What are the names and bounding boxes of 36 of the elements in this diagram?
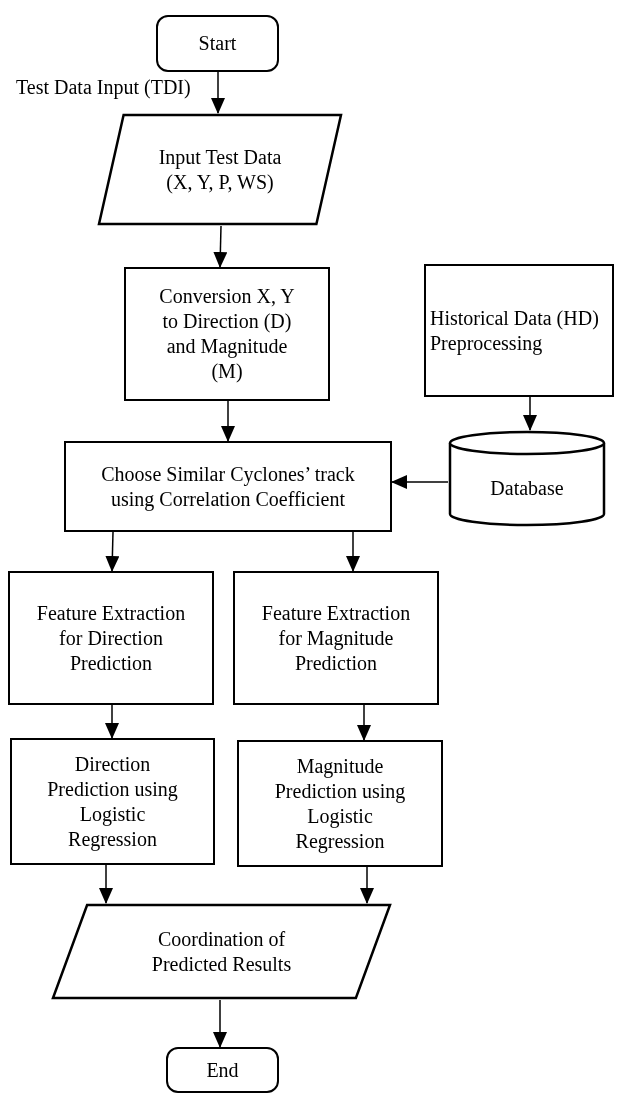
process-box [124, 267, 330, 401]
node-label: Direction Prediction using Logistic Regression [46, 751, 179, 852]
process-box [64, 441, 392, 532]
node-label: Database [490, 476, 564, 501]
io-parallelogram [51, 903, 392, 1000]
node-label: End [206, 1057, 239, 1083]
arrow [391, 475, 449, 489]
arrow [99, 864, 113, 904]
terminal-box [166, 1047, 279, 1093]
arrow [346, 531, 360, 572]
arrow [105, 531, 120, 572]
node-label: Conversion X, Y to Direction (D) and Magnitude (M) [158, 284, 296, 384]
node-label: Start [198, 31, 237, 56]
node-label: Coordination of Predicted Results [150, 926, 293, 977]
process-box [8, 571, 214, 705]
arrow [221, 400, 235, 442]
io-parallelogram [97, 113, 343, 226]
node-label: Choose Similar Cyclones’ track using Correlation Coefficient [100, 461, 356, 512]
arrow [105, 704, 119, 739]
arrow [523, 396, 537, 431]
terminal-box [156, 15, 279, 72]
arrow [211, 71, 225, 114]
process-box [424, 264, 614, 397]
database-cylinder [448, 430, 606, 527]
arrow [213, 225, 228, 268]
arrow [360, 866, 374, 904]
node-label: Input Test Data (X, Y, P, WS) [157, 144, 283, 195]
process-box [233, 571, 439, 705]
node-label: Historical Data (HD) Preprocessing [430, 305, 600, 356]
node-label: Feature Extraction for Direction Prediction [35, 600, 187, 676]
arrow [213, 999, 227, 1048]
node-label: Magnitude Prediction using Logistic Regression [273, 753, 407, 854]
process-box [10, 738, 215, 865]
node-label: Feature Extraction for Magnitude Prediction [260, 600, 412, 676]
process-box [237, 740, 443, 867]
arrow [357, 704, 371, 741]
